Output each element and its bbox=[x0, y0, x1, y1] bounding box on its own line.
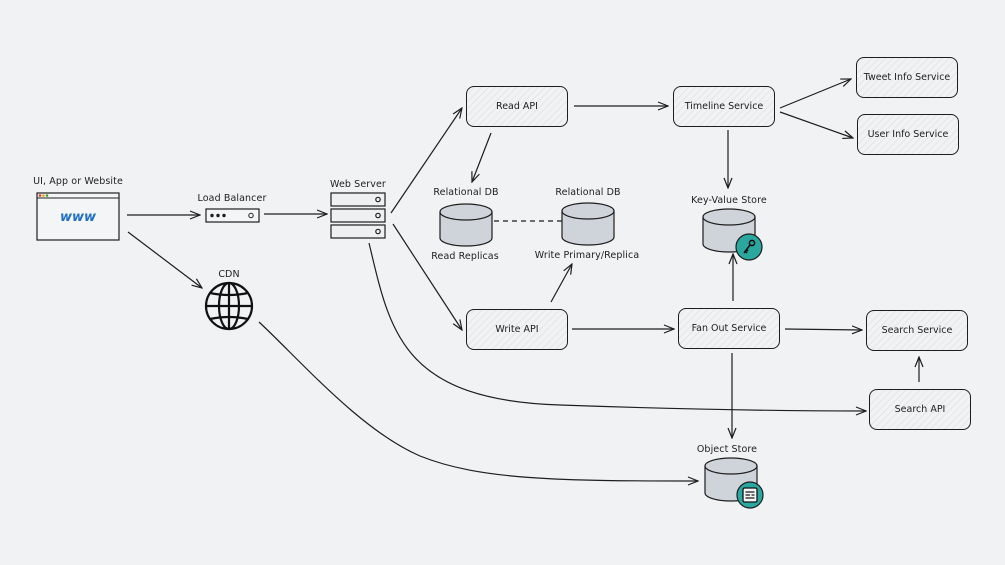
edge-cdn-to-object-store bbox=[258, 321, 698, 481]
edge-write-api-to-relational-db-write bbox=[550, 264, 572, 303]
search-service-node[interactable]: Search Service bbox=[866, 310, 968, 351]
client-label: UI, App or Website bbox=[33, 176, 123, 187]
write-primary-caption: Write Primary/Replica bbox=[534, 250, 640, 261]
edge-timeline-to-tweet-info bbox=[779, 79, 851, 109]
load-balancer-icon bbox=[205, 208, 260, 223]
tweet-info-service-node[interactable]: Tweet Info Service bbox=[856, 57, 958, 98]
relational-db-write-label: Relational DB bbox=[555, 187, 621, 198]
server-rack-icon bbox=[330, 192, 386, 239]
key-icon bbox=[735, 233, 763, 261]
object-store-label: Object Store bbox=[696, 444, 758, 455]
globe-icon bbox=[204, 281, 254, 331]
load-balancer-label: Load Balancer bbox=[197, 193, 267, 204]
write-api-node[interactable]: Write API bbox=[466, 309, 568, 350]
edge-web-server-to-search-api bbox=[368, 242, 866, 411]
read-replicas-caption: Read Replicas bbox=[431, 251, 499, 262]
edge-web-server-to-write-api bbox=[392, 223, 462, 330]
edge-client-to-cdn bbox=[127, 231, 202, 288]
web-server-label: Web Server bbox=[330, 179, 386, 190]
relational-db-read-label: Relational DB bbox=[433, 187, 499, 198]
edge-timeline-to-user-info bbox=[779, 111, 853, 138]
www-glyph: www bbox=[60, 210, 97, 225]
edge-fan-out-to-search-service bbox=[784, 329, 862, 330]
key-value-store-label: Key-Value Store bbox=[691, 195, 767, 206]
fan-out-service-node[interactable]: Fan Out Service bbox=[678, 308, 780, 349]
edge-read-api-to-relational-db-read bbox=[472, 132, 492, 182]
document-icon bbox=[736, 481, 764, 509]
search-api-node[interactable]: Search API bbox=[869, 389, 971, 430]
database-icon-write-primary bbox=[561, 202, 615, 246]
database-icon-read-replicas bbox=[439, 203, 493, 247]
cdn-label: CDN bbox=[218, 269, 240, 280]
edge-web-server-to-read-api bbox=[390, 108, 462, 214]
timeline-service-node[interactable]: Timeline Service bbox=[673, 86, 775, 127]
user-info-service-node[interactable]: User Info Service bbox=[857, 114, 959, 155]
browser-window-icon: www bbox=[36, 192, 120, 241]
read-api-node[interactable]: Read API bbox=[466, 86, 568, 127]
